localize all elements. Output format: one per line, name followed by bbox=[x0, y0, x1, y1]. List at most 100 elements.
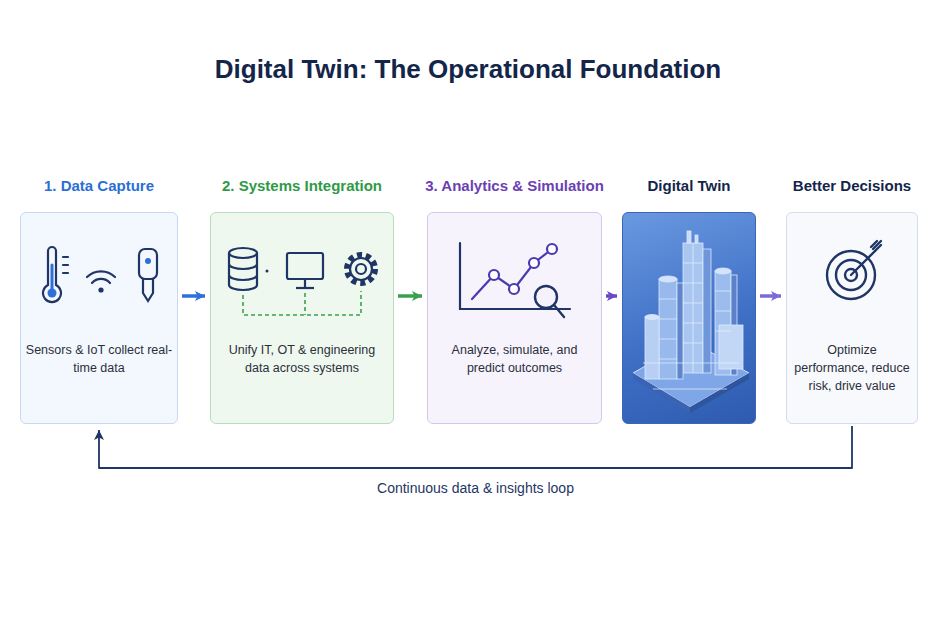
plant-towers-part bbox=[719, 325, 743, 369]
process-box: 3. Analytics & Simulation Analyze, simul… bbox=[427, 176, 602, 424]
integration-icons bbox=[211, 213, 395, 333]
database-icon-part bbox=[229, 248, 257, 258]
process-box: 1. Data Capture Sensors & IoT collect re… bbox=[20, 176, 178, 424]
target-arrow-part bbox=[871, 241, 881, 251]
title-text: Digital Twin: The Operational Foundation bbox=[215, 54, 722, 84]
edge-label: Continuous data & insights loop bbox=[374, 480, 577, 496]
loop-arrow bbox=[99, 426, 852, 468]
flow-arrow bbox=[398, 294, 422, 298]
thermometer-icon-part bbox=[63, 272, 68, 274]
plant-towers-part bbox=[677, 283, 683, 379]
probe-sensor-icon bbox=[139, 249, 157, 301]
wifi-icon-part bbox=[98, 287, 103, 292]
box-heading: Digital Twin bbox=[647, 176, 730, 196]
target-icon bbox=[787, 213, 919, 333]
tower-grid bbox=[643, 243, 739, 389]
flow-arrow bbox=[182, 294, 205, 298]
wifi-icon bbox=[87, 271, 115, 292]
thermometer-icon bbox=[43, 247, 68, 302]
sensor-icons bbox=[21, 213, 179, 333]
monitor-icon-part bbox=[296, 287, 314, 289]
target-arrow bbox=[851, 241, 881, 275]
box-heading-row: Digital Twin bbox=[622, 176, 756, 196]
chart-icon bbox=[460, 243, 570, 309]
box-frame: Analyze, simulate, and predict outcomes bbox=[427, 212, 602, 424]
dashed-link-part bbox=[243, 291, 361, 315]
box-frame bbox=[622, 212, 756, 424]
thermometer-icon-part bbox=[48, 289, 57, 298]
probe-sensor-icon-part bbox=[143, 279, 153, 301]
wifi-icon-part bbox=[92, 279, 110, 283]
box-frame: Sensors & IoT collect real-time data bbox=[20, 212, 178, 424]
plant-illustration bbox=[623, 213, 757, 425]
database-icon bbox=[229, 248, 257, 290]
box-heading-row: 2. Systems Integration bbox=[210, 176, 394, 196]
database-icon-part bbox=[229, 253, 257, 290]
plant-towers-part bbox=[703, 249, 711, 373]
chart-icon-part bbox=[509, 284, 519, 294]
tower-grid-part bbox=[715, 291, 731, 331]
monitor-icon-part bbox=[304, 279, 306, 287]
process-box: 2. Systems Integration Unify IT, OT & en… bbox=[210, 176, 394, 424]
box-body-text: Unify IT, OT & engineering data across s… bbox=[215, 341, 389, 377]
diagram-title: Digital Twin: The Operational Foundation bbox=[0, 54, 936, 85]
dot-mark bbox=[266, 270, 269, 273]
thermometer-icon-part bbox=[63, 264, 68, 266]
thermometer-icon-part bbox=[63, 256, 68, 258]
chart-icon-part bbox=[489, 270, 499, 280]
dashed-link bbox=[243, 291, 361, 315]
probe-sensor-icon-part bbox=[139, 249, 157, 279]
magnifier-icon bbox=[535, 286, 564, 317]
plant-towers bbox=[645, 231, 743, 379]
plant-towers-part bbox=[695, 235, 698, 243]
plant-towers-part bbox=[687, 231, 691, 243]
chart-icon-part bbox=[547, 244, 557, 254]
twin-illustration-box: Digital Twin bbox=[622, 176, 756, 424]
dashed-link-part bbox=[304, 293, 306, 315]
gear-icon-part bbox=[347, 255, 375, 283]
tower-grid-part bbox=[693, 243, 694, 373]
box-heading-row: 3. Analytics & Simulation bbox=[427, 176, 602, 196]
plant-towers-part bbox=[659, 276, 677, 282]
box-body-text: Sensors & IoT collect real-time data bbox=[25, 341, 173, 377]
target-rings bbox=[827, 251, 875, 299]
box-body-text: Analyze, simulate, and predict outcomes bbox=[432, 341, 597, 377]
target-rings-part bbox=[827, 251, 875, 299]
database-icon-part bbox=[229, 264, 257, 269]
box-frame: Unify IT, OT & engineering data across s… bbox=[210, 212, 394, 424]
thermometer-icon-part bbox=[51, 265, 54, 289]
gear-icon-part bbox=[356, 264, 366, 274]
plant-towers-part bbox=[645, 315, 659, 320]
chart-icon-part bbox=[529, 258, 539, 268]
monitor-icon-part bbox=[287, 253, 323, 279]
box-heading: Better Decisions bbox=[793, 176, 911, 196]
box-heading-row: Better Decisions bbox=[786, 176, 918, 196]
magnifier-icon-part bbox=[554, 305, 564, 317]
wifi-icon-part bbox=[87, 271, 115, 277]
box-heading: 1. Data Capture bbox=[44, 176, 154, 196]
box-heading: 3. Analytics & Simulation bbox=[425, 176, 604, 196]
outcome-box: Better Decisions Optimize performance, r… bbox=[786, 176, 918, 424]
box-frame: Optimize performance, reduce risk, drive… bbox=[786, 212, 918, 424]
monitor-icon bbox=[287, 253, 323, 288]
target-arrow-part bbox=[851, 251, 875, 275]
plant-towers-part bbox=[683, 243, 703, 373]
thermometer-icon-part bbox=[43, 247, 61, 302]
plant-towers-part bbox=[645, 317, 659, 379]
gear-icon bbox=[347, 255, 375, 283]
gear-icon-part bbox=[350, 258, 372, 280]
tower-grid-part bbox=[643, 363, 739, 389]
plant-towers-part bbox=[715, 268, 731, 274]
box-heading-row: 1. Data Capture bbox=[20, 176, 178, 196]
flow-arrow bbox=[606, 294, 617, 298]
box-heading: 2. Systems Integration bbox=[222, 176, 382, 196]
probe-sensor-icon-part bbox=[145, 258, 151, 264]
flow-arrow bbox=[760, 294, 781, 298]
database-icon-part bbox=[229, 275, 257, 280]
tower-grid-part bbox=[659, 299, 677, 359]
chart-icon-part bbox=[460, 243, 570, 309]
plant-base-part bbox=[690, 373, 749, 413]
box-body-text: Optimize performance, reduce risk, drive… bbox=[791, 341, 913, 395]
analytics-icons bbox=[428, 213, 603, 333]
